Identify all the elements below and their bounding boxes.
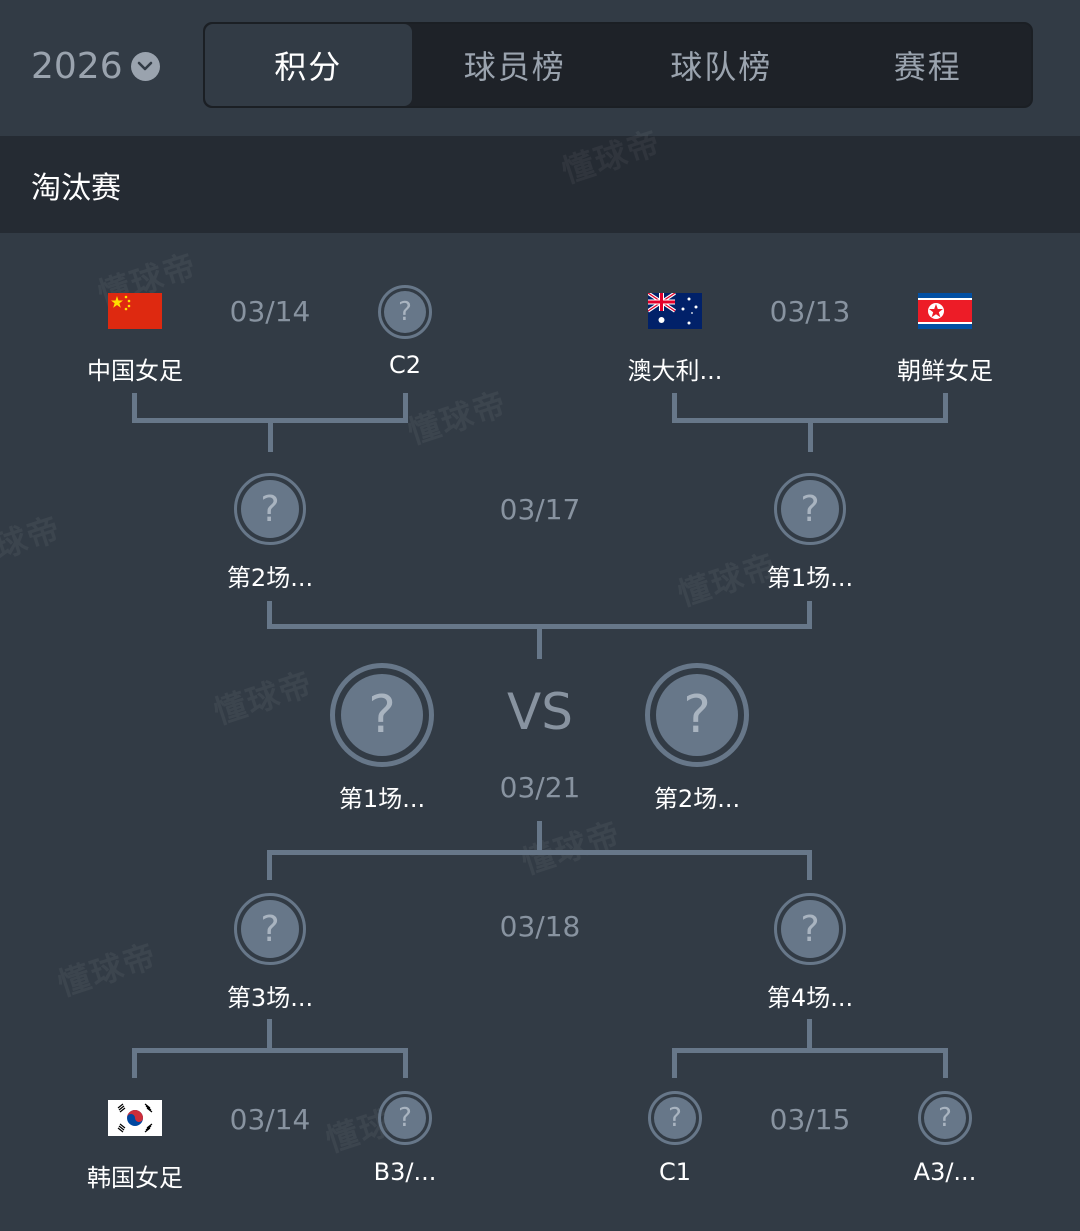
team-name: B3/... <box>373 1158 437 1186</box>
team-name: 第3场... <box>226 984 314 1012</box>
watermark: 懂球帝 <box>209 664 319 732</box>
year-label: 2026 <box>31 45 123 87</box>
watermark: 懂球帝 <box>53 936 163 1004</box>
tab-bar: 积分 球员榜 球队榜 赛程 <box>203 22 1033 108</box>
bracket-line <box>537 624 542 659</box>
match-date: 03/17 <box>499 493 581 526</box>
team-name: 第1场... <box>338 785 426 813</box>
chevron-down-icon <box>130 51 160 81</box>
tab-schedule[interactable]: 赛程 <box>893 48 962 86</box>
south-korea-flag-icon <box>108 1100 162 1136</box>
team-name: 韩国女足 <box>87 1164 183 1192</box>
bracket-line <box>672 1048 948 1053</box>
bracket-line <box>943 1048 948 1078</box>
tab-player-rankings[interactable]: 球员榜 <box>463 48 566 86</box>
unknown-team-icon: ? <box>234 893 306 965</box>
bracket-line <box>807 1019 812 1051</box>
bracket-line <box>672 1048 677 1078</box>
team-name: 第4场... <box>766 984 854 1012</box>
unknown-team-icon: ? <box>774 893 846 965</box>
unknown-team-icon: ? <box>330 663 434 767</box>
bracket-line <box>537 821 542 853</box>
team-name: C2 <box>388 351 422 379</box>
bracket-line <box>267 1019 272 1051</box>
bracket-line <box>267 850 812 855</box>
knockout-bracket: 懂球帝 懂球帝 懂球帝 懂球帝 懂球帝 懂球帝 懂球帝 懂球帝 中国女足 03/… <box>0 233 1080 1231</box>
section-title: 淘汰赛 <box>31 170 121 206</box>
watermark: 懂球帝 <box>517 814 627 882</box>
unknown-team-icon: ? <box>774 473 846 545</box>
unknown-team-icon: ? <box>378 285 432 339</box>
section-header: 淘汰赛 <box>0 136 1080 233</box>
bracket-line <box>943 393 948 423</box>
australia-flag-icon <box>648 293 702 329</box>
bracket-line <box>267 601 272 629</box>
tab-team-rankings[interactable]: 球队榜 <box>670 48 773 86</box>
match-date: 03/18 <box>499 910 581 943</box>
watermark: 懂球帝 <box>403 384 513 452</box>
team-name: A3/... <box>913 1158 977 1186</box>
bracket-line <box>403 1048 408 1078</box>
unknown-team-icon: ? <box>378 1091 432 1145</box>
unknown-team-icon: ? <box>918 1091 972 1145</box>
vs-label: VS <box>507 683 573 741</box>
team-name: 第2场... <box>226 564 314 592</box>
tab-standings[interactable]: 积分 <box>205 24 412 106</box>
team-name: 中国女足 <box>87 357 183 385</box>
team-name: 朝鲜女足 <box>897 357 993 385</box>
bracket-line <box>672 393 677 423</box>
top-bar: 2026 积分 球员榜 球队榜 赛程 <box>0 0 1080 136</box>
bracket-line <box>268 418 273 452</box>
bracket-line <box>132 393 137 423</box>
bracket-line <box>132 1048 137 1078</box>
bracket-line <box>808 418 813 452</box>
bracket-line <box>807 850 812 880</box>
north-korea-flag-icon <box>918 293 972 329</box>
unknown-team-icon: ? <box>234 473 306 545</box>
team-name: 第2场... <box>653 785 741 813</box>
unknown-team-icon: ? <box>645 663 749 767</box>
bracket-line <box>132 1048 408 1053</box>
match-date: 03/21 <box>499 771 581 804</box>
watermark: 懂球帝 <box>0 509 67 577</box>
bracket-line <box>403 393 408 423</box>
match-date: 03/14 <box>229 1103 311 1136</box>
bracket-line <box>267 850 272 880</box>
unknown-team-icon: ? <box>648 1091 702 1145</box>
team-name: 澳大利... <box>627 357 723 385</box>
match-date: 03/14 <box>229 295 311 328</box>
bracket-line <box>807 601 812 629</box>
team-name: 第1场... <box>766 564 854 592</box>
match-date: 03/15 <box>769 1103 851 1136</box>
match-date: 03/13 <box>769 295 851 328</box>
year-selector[interactable]: 2026 <box>31 44 160 88</box>
china-flag-icon <box>108 293 162 329</box>
team-name: C1 <box>658 1158 692 1186</box>
